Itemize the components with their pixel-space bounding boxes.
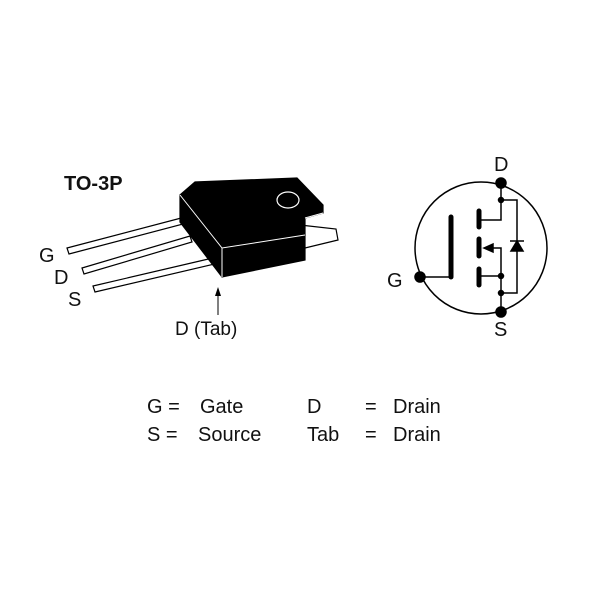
legend-symbol: S = xyxy=(147,424,178,446)
package-name: TO-3P xyxy=(64,173,123,195)
legend-symbol: D xyxy=(307,396,322,418)
pin-label-g: G xyxy=(39,245,55,267)
legend-equals: = xyxy=(365,396,377,418)
tab-arrow xyxy=(215,287,221,315)
mounting-hole xyxy=(276,191,300,209)
mosfet-symbol xyxy=(414,177,548,318)
tab-label: D (Tab) xyxy=(175,319,238,340)
lead-d xyxy=(81,235,193,275)
symbol-label-drain: D xyxy=(494,154,509,176)
to3p-package-drawing xyxy=(66,177,339,293)
legend-equals: = xyxy=(365,424,377,446)
pin-label-s: S xyxy=(68,289,82,311)
symbol-label-source: S xyxy=(494,319,508,341)
legend-symbol: G = xyxy=(147,396,180,418)
legend-symbol: Tab xyxy=(307,424,340,446)
pin-label-d: D xyxy=(54,267,69,289)
legend-name: Source xyxy=(198,424,262,446)
legend-name: Gate xyxy=(200,396,244,418)
legend-name: Drain xyxy=(393,424,441,446)
legend-name: Drain xyxy=(393,396,441,418)
symbol-label-gate: G xyxy=(387,270,403,292)
